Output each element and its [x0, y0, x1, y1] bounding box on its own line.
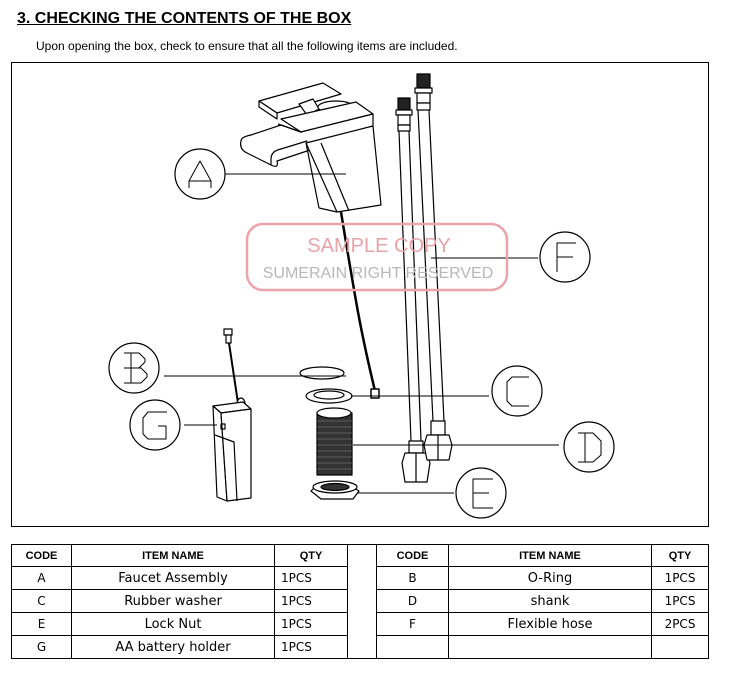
section-title: 3. CHECKING THE CONTENTS OF THE BOX: [17, 10, 352, 27]
item-qty: 2PCS: [651, 612, 709, 636]
item-name: Lock Nut: [71, 612, 275, 636]
item-qty: 1PCS: [274, 589, 348, 613]
label-circle-g: [129, 399, 181, 451]
label-circle-c: [491, 365, 543, 417]
item-code: B: [376, 566, 449, 590]
watermark: SAMPLE COPY SUMERAIN RIGHT RESERVED: [245, 222, 509, 292]
shank-drawing: [316, 407, 353, 476]
table-row: C Rubber washer 1PCS D shank 1PCS: [11, 589, 709, 613]
faucet-assembly-drawing: [240, 82, 382, 213]
flexible-hoses-drawing: [395, 73, 453, 483]
item-qty: 1PCS: [274, 635, 348, 659]
item-qty: 1PCS: [274, 612, 348, 636]
watermark-line1: SAMPLE COPY: [307, 235, 450, 257]
table-gap: [347, 544, 377, 659]
item-code: [376, 635, 449, 659]
intro-text: Upon opening the box, check to ensure th…: [36, 39, 458, 53]
header-qty: QTY: [651, 544, 709, 567]
watermark-line2: SUMERAIN RIGHT RESERVED: [263, 265, 494, 282]
item-code: D: [376, 589, 449, 613]
label-circle-b: [108, 342, 160, 394]
table-header-row: CODE ITEM NAME QTY CODE ITEM NAME QTY: [11, 544, 709, 659]
header-item-name: ITEM NAME: [448, 544, 652, 567]
table-row: G AA battery holder 1PCS: [11, 635, 709, 659]
item-qty: 1PCS: [274, 566, 348, 590]
item-name: shank: [448, 589, 652, 613]
battery-holder-drawing: [212, 328, 252, 502]
item-name: AA battery holder: [71, 635, 275, 659]
item-code: F: [376, 612, 449, 636]
lock-nut-drawing: [310, 480, 360, 500]
faucet-cable: [339, 211, 377, 392]
item-qty: 1PCS: [651, 566, 709, 590]
parts-diagram: SAMPLE COPY SUMERAIN RIGHT RESERVED: [11, 62, 709, 527]
item-name: Flexible hose: [448, 612, 652, 636]
header-qty: QTY: [274, 544, 348, 567]
item-name: Faucet Assembly: [71, 566, 275, 590]
rubber-washer-drawing: [305, 388, 353, 404]
item-code: C: [11, 589, 72, 613]
label-circle-a: [174, 148, 226, 200]
header-item-name: ITEM NAME: [71, 544, 275, 567]
header-code: CODE: [376, 544, 449, 567]
o-ring-drawing: [299, 366, 345, 380]
item-name: Rubber washer: [71, 589, 275, 613]
item-qty: [651, 635, 709, 659]
item-code: A: [11, 566, 72, 590]
label-circle-d: [563, 421, 615, 473]
header-code: CODE: [11, 544, 72, 567]
label-circle-e: [455, 467, 507, 519]
item-name: O-Ring: [448, 566, 652, 590]
item-code: G: [11, 635, 72, 659]
item-code: E: [11, 612, 72, 636]
contents-table: CODE ITEM NAME QTY CODE ITEM NAME QTY A …: [11, 544, 709, 659]
item-qty: 1PCS: [651, 589, 709, 613]
table-row: E Lock Nut 1PCS F Flexible hose 2PCS: [11, 612, 709, 636]
item-name: [448, 635, 652, 659]
label-circle-f: [539, 231, 591, 283]
